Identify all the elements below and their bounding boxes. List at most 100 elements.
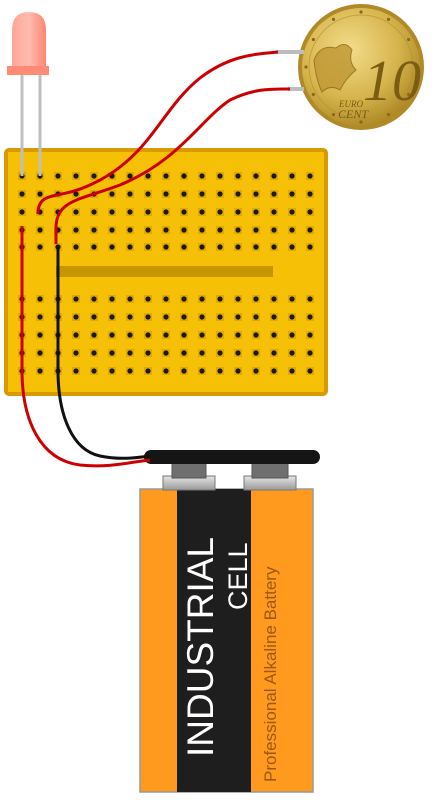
hole: [91, 314, 97, 320]
hole: [145, 368, 151, 374]
hole: [181, 314, 187, 320]
hole: [181, 332, 187, 338]
hole: [289, 368, 295, 374]
hole: [289, 296, 295, 302]
hole: [199, 350, 205, 356]
red-wire-battery: [20, 230, 151, 468]
hole: [73, 314, 79, 320]
hole: [145, 191, 151, 197]
hole: [91, 350, 97, 356]
hole: [289, 191, 295, 197]
hole: [181, 350, 187, 356]
hole: [235, 314, 241, 320]
hole: [307, 296, 313, 302]
hole: [307, 209, 313, 215]
hole: [253, 332, 259, 338]
hole: [127, 209, 133, 215]
hole: [253, 227, 259, 233]
hole: [307, 227, 313, 233]
black-wire-battery: [56, 246, 151, 460]
hole: [217, 173, 223, 179]
hole: [271, 350, 277, 356]
hole: [289, 227, 295, 233]
coin-star: [407, 37, 411, 42]
hole: [145, 296, 151, 302]
hole: [271, 173, 277, 179]
hole: [217, 296, 223, 302]
hole: [289, 244, 295, 250]
hole: [127, 244, 133, 250]
hole: [109, 209, 115, 215]
hole: [37, 350, 43, 356]
hole: [253, 296, 259, 302]
hole: [163, 173, 169, 179]
coin-star: [386, 113, 391, 117]
hole: [145, 314, 151, 320]
hole: [181, 191, 187, 197]
hole: [235, 350, 241, 356]
hole: [109, 350, 115, 356]
battery-subtitle: Professional Alkaline Battery: [261, 566, 280, 782]
coin-star: [304, 65, 308, 69]
hole: [109, 332, 115, 338]
hole: [73, 209, 79, 215]
hole: [127, 332, 133, 338]
hole: [163, 244, 169, 250]
hole: [235, 244, 241, 250]
hole: [199, 173, 205, 179]
hole: [235, 191, 241, 197]
hole: [73, 350, 79, 356]
hole: [91, 244, 97, 250]
hole: [235, 209, 241, 215]
hole: [307, 173, 313, 179]
coin-currency-top: EURO: [338, 99, 363, 109]
hole: [217, 332, 223, 338]
coin-star: [311, 37, 315, 42]
hole: [199, 244, 205, 250]
hole: [163, 191, 169, 197]
hole: [253, 350, 259, 356]
hole: [163, 314, 169, 320]
hole: [127, 296, 133, 302]
hole: [289, 332, 295, 338]
hole: [271, 209, 277, 215]
hole: [235, 173, 241, 179]
hole: [37, 191, 43, 197]
hole: [271, 314, 277, 320]
hole: [199, 296, 205, 302]
hole: [163, 350, 169, 356]
hole: [127, 314, 133, 320]
hole: [217, 191, 223, 197]
hole: [91, 209, 97, 215]
hole: [217, 368, 223, 374]
hole: [307, 191, 313, 197]
hole: [163, 368, 169, 374]
hole: [73, 173, 79, 179]
hole: [289, 209, 295, 215]
hole: [109, 244, 115, 250]
hole: [181, 209, 187, 215]
hole: [19, 209, 25, 215]
hole: [217, 314, 223, 320]
hole: [145, 350, 151, 356]
hole: [91, 332, 97, 338]
hole: [199, 332, 205, 338]
coin-star: [359, 120, 363, 124]
hole: [271, 296, 277, 302]
hole: [181, 296, 187, 302]
hole: [199, 209, 205, 215]
hole: [289, 350, 295, 356]
red-wire-coin-upper: [36, 50, 279, 215]
hole: [181, 368, 187, 374]
coin-star: [407, 92, 411, 97]
hole: [199, 191, 205, 197]
hole: [253, 173, 259, 179]
hole: [235, 296, 241, 302]
hole: [145, 244, 151, 250]
hole: [109, 296, 115, 302]
hole: [91, 368, 97, 374]
hole: [235, 332, 241, 338]
hole: [37, 332, 43, 338]
hole: [271, 368, 277, 374]
hole: [307, 244, 313, 250]
